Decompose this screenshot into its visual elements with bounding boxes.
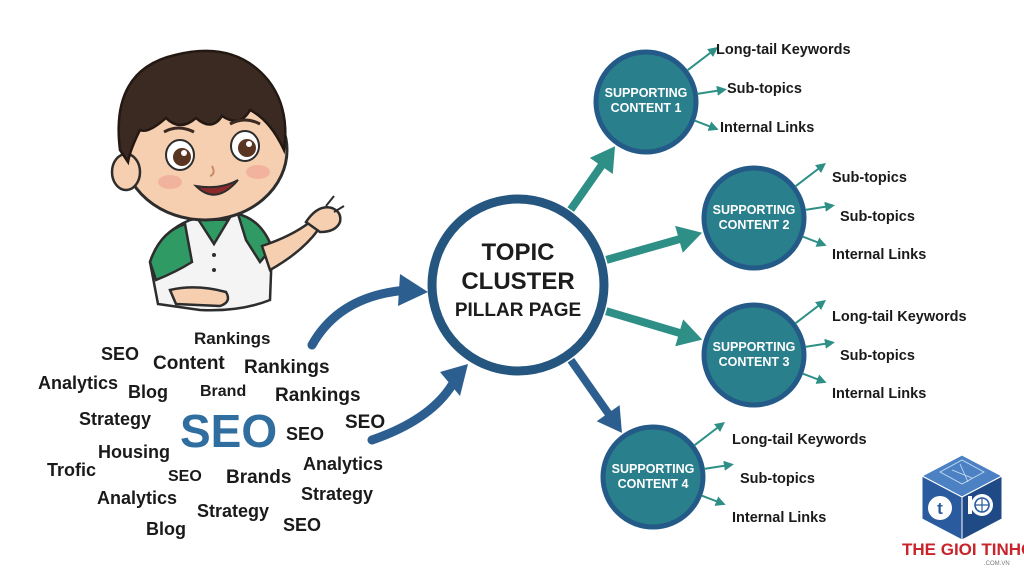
branch-3-2: Sub-topics — [840, 348, 915, 364]
pillar-label: TOPIC CLUSTER PILLAR PAGE — [448, 238, 588, 326]
branch-4-2: Sub-topics — [740, 471, 815, 487]
brand-domain: .COM.VN — [984, 561, 1010, 567]
arrow-lower-head — [440, 364, 468, 396]
branch-arrow-4-1 — [693, 421, 725, 447]
branch-arrow-2-1 — [794, 162, 826, 188]
spoke-head-1 — [589, 146, 616, 174]
branch-2-2: Sub-topics — [840, 209, 915, 225]
supporting-4-line-2: CONTENT 4 — [617, 477, 689, 491]
supporting-2-label: SUPPORTING CONTENT 2 — [704, 203, 804, 233]
branch-arrow-2-3 — [802, 235, 827, 247]
word-cloud-word: Rankings — [194, 329, 271, 348]
branch-4-3: Internal Links — [732, 510, 827, 526]
branch-arrow-2-2 — [805, 201, 835, 212]
spoke-head-3 — [675, 319, 703, 347]
branch-arrow-1-2 — [697, 85, 727, 96]
supporting-node-4 — [600, 424, 706, 530]
branch-4-1: Long-tail Keywords — [732, 432, 867, 448]
branch-1-3: Internal Links — [720, 120, 815, 136]
branch-arrow-1-1 — [686, 46, 718, 72]
word-cloud-main: SEO — [180, 405, 278, 457]
word-cloud-word: SEO — [101, 344, 140, 364]
arrow-upper-head — [398, 274, 428, 306]
word-cloud-word: Trofic — [47, 460, 97, 480]
word-cloud-word: Strategy — [197, 501, 270, 521]
branch-1-2: Sub-topics — [727, 81, 802, 97]
spoke-head-2 — [675, 225, 703, 253]
word-cloud-word: SEO — [286, 424, 325, 444]
spoke-head-4 — [596, 405, 622, 433]
supporting-2-line-2: CONTENT 2 — [718, 218, 790, 232]
branch-arrow-4-3 — [701, 494, 726, 506]
branch-2-1: Sub-topics — [832, 170, 907, 186]
supporting-node-1 — [593, 49, 699, 155]
branch-1-1: Long-tail Keywords — [716, 42, 851, 58]
cartoon-boy-icon — [110, 49, 345, 312]
spoke-2 — [605, 232, 690, 264]
pillar-line-2: CLUSTER — [461, 268, 575, 295]
arrow-upper — [307, 285, 413, 350]
supporting-node-3 — [701, 302, 807, 408]
supporting-1-line-1: SUPPORTING — [604, 86, 688, 100]
brand-name: THE GIOI TINHOC — [902, 540, 1024, 559]
supporting-3-line-1: SUPPORTING — [712, 340, 796, 354]
branch-arrow-3-3 — [802, 372, 827, 384]
word-cloud-word: Analytics — [303, 454, 384, 474]
branch-arrow-3-1 — [794, 299, 826, 325]
branch-arrow-3-2 — [805, 338, 835, 349]
supporting-3-label: SUPPORTING CONTENT 3 — [704, 340, 804, 370]
word-cloud-word: Brands — [226, 467, 292, 488]
branch-arrow-1-3 — [694, 119, 719, 131]
word-cloud-word: Rankings — [244, 357, 330, 378]
word-cloud-word: Housing — [98, 442, 170, 462]
word-cloud-word: Content — [153, 353, 225, 374]
spoke-1 — [567, 155, 611, 212]
supporting-1-label: SUPPORTING CONTENT 1 — [596, 86, 696, 116]
word-cloud-word: Blog — [128, 382, 168, 402]
supporting-3-line-2: CONTENT 3 — [718, 355, 790, 369]
supporting-4-line-1: SUPPORTING — [611, 462, 695, 476]
pillar-line-1: TOPIC — [481, 239, 555, 266]
branch-2-3: Internal Links — [832, 247, 927, 263]
word-cloud-word: SEO — [283, 515, 322, 535]
word-cloud-word: Analytics — [97, 488, 178, 508]
supporting-node-2 — [701, 165, 807, 271]
word-cloud-word: SEO — [168, 468, 202, 485]
word-cloud-word: Brand — [200, 383, 247, 400]
supporting-4-label: SUPPORTING CONTENT 4 — [603, 462, 703, 492]
pillar-line-3: PILLAR PAGE — [454, 300, 582, 321]
supporting-2-line-1: SUPPORTING — [712, 203, 796, 217]
pillar-circle — [427, 194, 609, 376]
spoke-3 — [605, 307, 690, 340]
word-cloud-word: Strategy — [301, 484, 374, 504]
branch-arrow-4-2 — [704, 460, 734, 471]
cube-logo-icon: t — [920, 454, 1004, 541]
word-cloud-word: Analytics — [38, 373, 119, 393]
word-cloud-word: Rankings — [275, 385, 361, 406]
spoke-4 — [567, 357, 618, 424]
arrow-lower — [367, 380, 457, 445]
branch-3-3: Internal Links — [832, 386, 927, 402]
word-cloud-word: Blog — [146, 519, 186, 539]
word-cloud-word: Strategy — [79, 409, 152, 429]
supporting-1-line-2: CONTENT 1 — [610, 101, 682, 115]
svg-text:t: t — [937, 499, 943, 518]
branch-3-1: Long-tail Keywords — [832, 309, 967, 325]
word-cloud-word: SEO — [345, 412, 386, 433]
